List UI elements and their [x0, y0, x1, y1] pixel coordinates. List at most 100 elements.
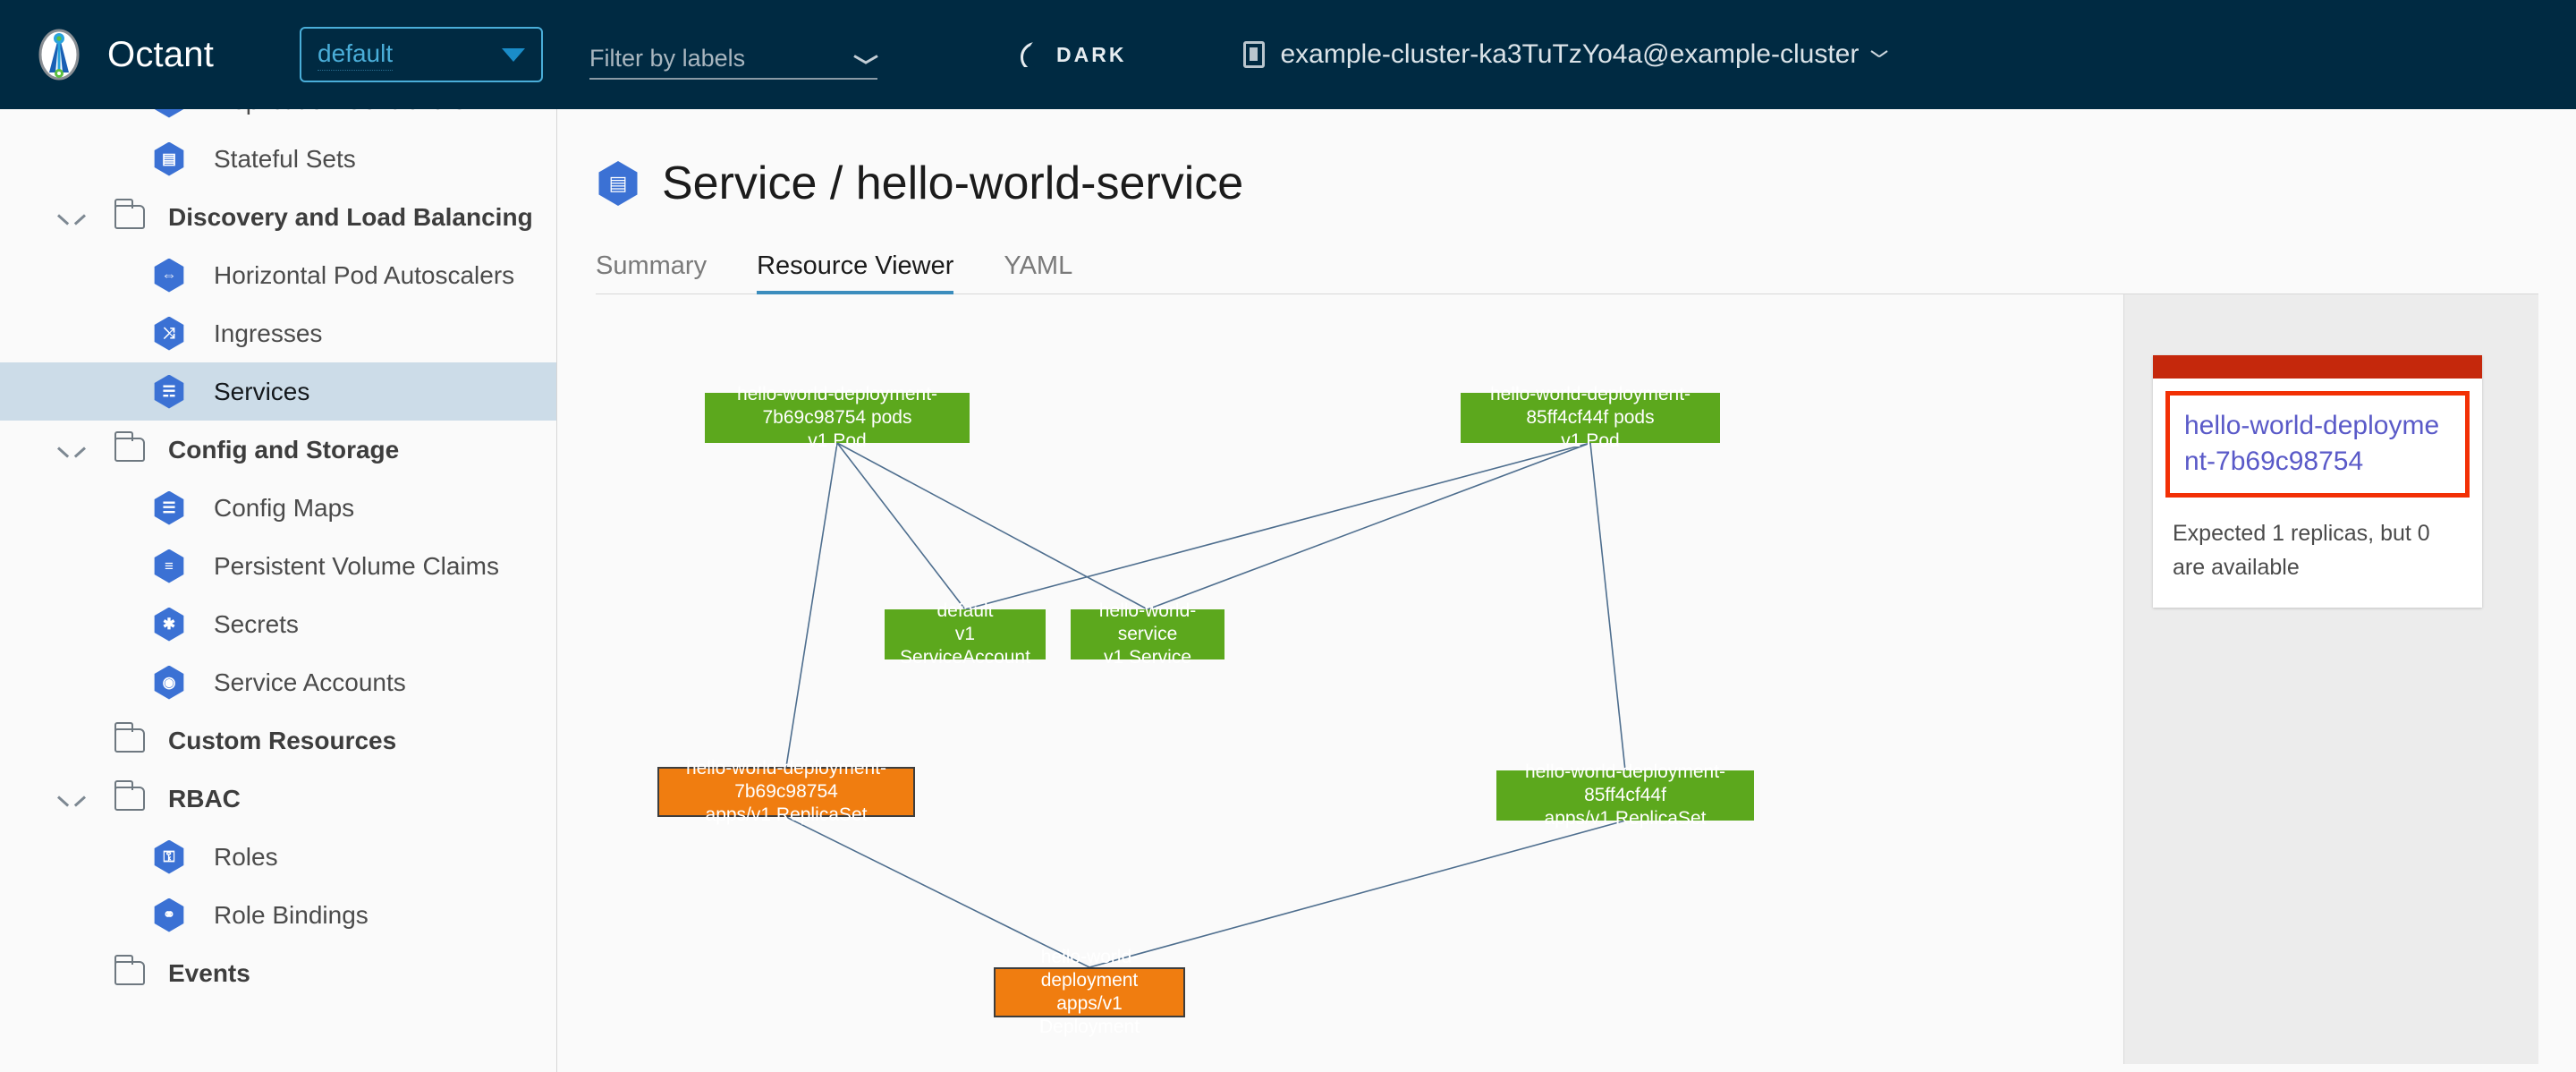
tab-summary[interactable]: Summary: [596, 251, 708, 280]
label-filter-input[interactable]: Filter by labels: [589, 30, 878, 80]
sidebar-item-roles[interactable]: ⚿Roles: [0, 828, 556, 886]
stateful-set-icon: ▤: [154, 141, 184, 176]
sidebar-item-label: Service Accounts: [214, 668, 406, 696]
graph-node-title: hello-world-deployment: [1040, 946, 1139, 991]
sidebar-item-label: Roles: [214, 842, 278, 871]
brand-title: Octant: [107, 34, 215, 74]
graph-node-subtitle: v1 Pod: [1561, 430, 1620, 452]
sidebar-item-label: Horizontal Pod Autoscalers: [214, 260, 515, 289]
chevron-down-icon[interactable]: [854, 55, 877, 67]
service-icon: ☴: [154, 374, 184, 409]
folder-icon: [114, 955, 145, 985]
chevron-down-icon[interactable]: [55, 434, 88, 466]
detail-description: Expected 1 replicas, but 0 are available: [2173, 521, 2430, 580]
config-map-icon: ☰: [154, 490, 184, 525]
graph-node-title: hello-world-deployment-85ff4cf44f pods: [1489, 383, 1691, 428]
graph-node-title: hello-world-service: [1098, 600, 1197, 644]
label-filter-placeholder: Filter by labels: [589, 45, 746, 72]
graph-node-title: hello-world-deployment-7b69c98754 pods: [736, 383, 938, 428]
folder-icon: [114, 199, 145, 229]
sidebar-item-label: Persistent Volume Claims: [214, 551, 500, 580]
graph-node-subtitle: v1 Service: [1103, 647, 1192, 668]
sidebar-item-label: Custom Resources: [168, 726, 397, 754]
sidebar-item-ingresses[interactable]: ⤨ Ingresses: [0, 304, 556, 362]
sidebar-item-label: Config and Storage: [168, 435, 400, 464]
graph-node-subtitle: v1 Pod: [808, 430, 867, 452]
sidebar-item-label: Stateful Sets: [214, 144, 356, 173]
sidebar-item-config-and-storage[interactable]: Config and Storage: [0, 421, 556, 479]
sidebar-item-label: Services: [214, 377, 310, 405]
tab-yaml[interactable]: YAML: [1004, 251, 1073, 280]
detail-card[interactable]: hello-world-deployment-7b69c98754 Expect…: [2153, 355, 2482, 608]
cluster-select[interactable]: example-cluster-ka3TuTzYo4a@example-clus…: [1242, 39, 1888, 70]
service-account-icon: ◉: [154, 665, 184, 700]
namespace-select[interactable]: default: [300, 27, 544, 82]
role-binding-icon: ⚭: [154, 898, 184, 932]
folder-icon: [114, 431, 145, 462]
graph-node-rs-85ff[interactable]: hello-world-deployment-85ff4cf44f apps/v1…: [1496, 761, 1754, 829]
pvc-icon: ≡: [154, 549, 184, 583]
sidebar-item-label: Config Maps: [214, 493, 355, 522]
sidebar-item-label: Role Bindings: [214, 900, 369, 929]
detail-panel: hello-world-deployment-7b69c98754 Expect…: [2123, 294, 2538, 1064]
sidebar-item-role-bindings[interactable]: ⚭ Role Bindings: [0, 886, 556, 944]
sidebar-item-stateful-sets[interactable]: ▤ Stateful Sets: [0, 130, 556, 188]
brand[interactable]: Octant: [32, 28, 214, 81]
detail-link-box[interactable]: hello-world-deployment-7b69c98754: [2165, 391, 2470, 498]
cluster-name: example-cluster-ka3TuTzYo4a@example-clus…: [1280, 39, 1860, 69]
service-icon: ▤: [598, 161, 638, 206]
graph-node-title: hello-world-deployment-85ff4cf44f: [1524, 761, 1726, 805]
status-badge: [2153, 355, 2482, 379]
sidebar-nav[interactable]: ↻ Replication Controllers ▤ Stateful SetsDi…: [0, 109, 557, 1072]
sidebar-item-service-accounts[interactable]: ◉ Service Accounts: [0, 653, 556, 711]
sidebar-item-label: Events: [168, 958, 250, 987]
sidebar-item-persistent-volume-claims[interactable]: ≡ Persistent Volume Claims: [0, 537, 556, 595]
sidebar-item-replication-controllers[interactable]: ↻ Replication Controllers: [0, 109, 556, 130]
tab-resource-viewer[interactable]: Resource Viewer: [757, 251, 954, 294]
tab-bar[interactable]: Summary Resource Viewer YAML: [596, 241, 2538, 294]
replication-controller-icon: ↻: [154, 109, 184, 118]
graph-node-subtitle: apps/v1 ReplicaSet: [705, 804, 868, 826]
folder-icon: [114, 722, 145, 753]
graph-node-svc-hello[interactable]: hello-world-service v1 Service: [1071, 600, 1224, 668]
page-title: Service / hello-world-service: [662, 157, 1244, 209]
cluster-icon: [1242, 41, 1265, 68]
chevron-down-icon[interactable]: [55, 783, 88, 815]
octant-logo-icon: [32, 28, 86, 81]
sidebar-item-label: Discovery and Load Balancing: [168, 202, 533, 231]
app-header: Octant default Filter by labels DARK exa…: [0, 0, 2576, 109]
detail-resource-link[interactable]: hello-world-deployment-7b69c98754: [2184, 411, 2440, 476]
ingress-icon: ⤨: [154, 316, 184, 351]
sidebar-item-services[interactable]: ☴ Services: [0, 362, 556, 421]
namespace-value: default: [318, 39, 394, 71]
sidebar-item-label: Replication Controllers: [214, 109, 466, 115]
caret-down-icon: [502, 47, 526, 62]
sidebar-item-discovery-and-load-balancing[interactable]: Discovery and Load Balancing: [0, 188, 556, 246]
theme-toggle-button[interactable]: DARK: [1021, 42, 1126, 67]
graph-node-subtitle: apps/v1 ReplicaSet: [1544, 808, 1707, 830]
sidebar-item-config-maps[interactable]: ☰ Config Maps: [0, 479, 556, 537]
sidebar-item-custom-resources[interactable]: Custom Resources: [0, 711, 556, 770]
sidebar-item-rbac[interactable]: RBAC: [0, 770, 556, 828]
sidebar-item-events[interactable]: Events: [0, 944, 556, 1002]
theme-toggle-label: DARK: [1056, 42, 1127, 66]
graph-node-subtitle: apps/v1 Deployment: [1038, 993, 1140, 1038]
sidebar-item-horizontal-pod-autoscalers[interactable]: ⇔ Horizontal Pod Autoscalers: [0, 246, 556, 304]
sidebar-item-label: Ingresses: [214, 319, 323, 347]
chevron-down-icon[interactable]: [55, 201, 88, 234]
chevron-down-icon: [1871, 50, 1887, 59]
sidebar-item-secrets[interactable]: ✱Secrets: [0, 595, 556, 653]
page-header: ▤ Service / hello-world-service: [596, 157, 2576, 210]
hpa-icon: ⇔: [154, 258, 184, 293]
graph-node-title: default: [936, 600, 994, 621]
folder-icon: [114, 780, 145, 811]
sidebar-item-label: Secrets: [214, 609, 299, 638]
sidebar-item-label: RBAC: [168, 784, 241, 813]
graph-node-title: hello-world-deployment-7b69c98754: [685, 757, 887, 802]
